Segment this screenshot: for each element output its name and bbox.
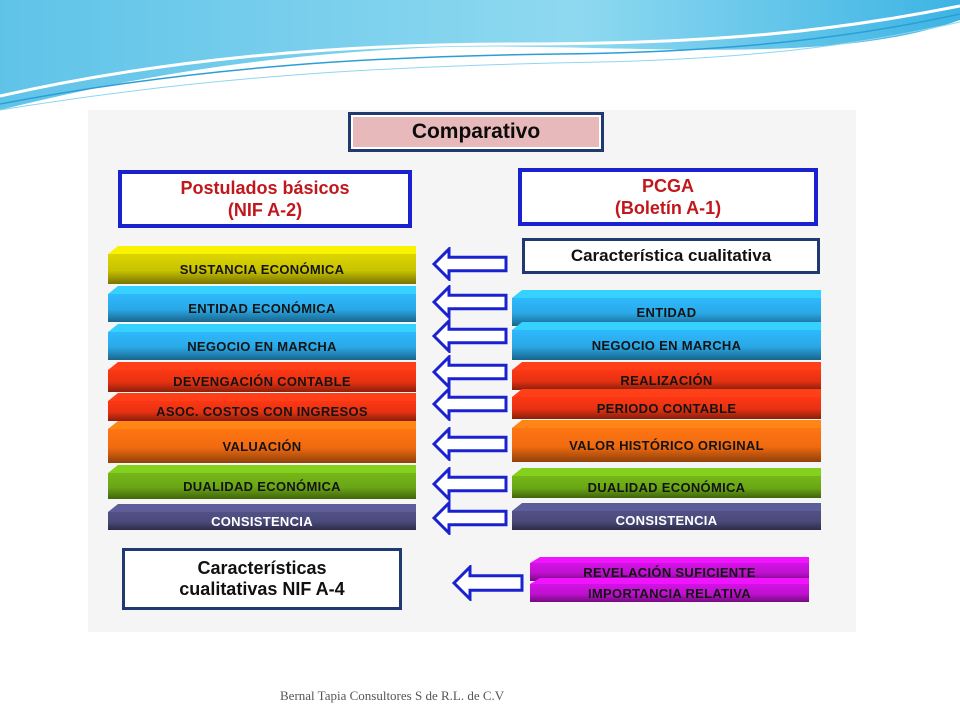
bar-top-face xyxy=(108,286,416,294)
left-arrow-icon xyxy=(432,319,508,353)
bar-label: NEGOCIO EN MARCHA xyxy=(108,332,416,360)
category-bar: REALIZACIÓN xyxy=(512,362,821,390)
bar-label: CONSISTENCIA xyxy=(512,511,821,530)
bar-top-face xyxy=(512,362,821,370)
category-bar: CONSISTENCIA xyxy=(512,503,821,530)
title-box: Comparativo xyxy=(348,112,604,152)
right-header-line1: PCGA xyxy=(641,176,694,196)
bar-label: ENTIDAD ECONÓMICA xyxy=(108,294,416,322)
bar-label: SUSTANCIA ECONÓMICA xyxy=(108,254,416,284)
bar-label: NEGOCIO EN MARCHA xyxy=(512,330,821,360)
category-bar: NEGOCIO EN MARCHA xyxy=(512,322,821,360)
bar-label: CONSISTENCIA xyxy=(108,512,416,530)
bar-top-face xyxy=(108,362,416,370)
bar-label: VALOR HISTÓRICO ORIGINAL xyxy=(512,428,821,462)
nif-a4-box: Características cualitativas NIF A-4 xyxy=(122,548,402,610)
bar-label: ASOC. COSTOS CON INGRESOS xyxy=(108,401,416,421)
category-bar: REVELACIÓN SUFICIENTE xyxy=(530,557,809,581)
left-header-box: Postulados básicos (NIF A-2) xyxy=(118,170,412,228)
nif-a4-line1: Características xyxy=(197,558,327,578)
bar-label: VALUACIÓN xyxy=(108,429,416,463)
bar-top-face xyxy=(512,420,821,428)
left-header-line2: (NIF A-2) xyxy=(227,200,303,220)
category-bar: CONSISTENCIA xyxy=(108,504,416,530)
left-arrow-icon xyxy=(432,467,508,501)
caracteristica-label: Característica cualitativa xyxy=(525,241,817,271)
bar-label: IMPORTANCIA RELATIVA xyxy=(530,584,809,602)
category-bar: VALOR HISTÓRICO ORIGINAL xyxy=(512,420,821,462)
bar-label: DUALIDAD ECONÓMICA xyxy=(512,476,821,498)
bar-top-face xyxy=(108,465,416,473)
category-bar: NEGOCIO EN MARCHA xyxy=(108,324,416,360)
caracteristica-box: Característica cualitativa xyxy=(522,238,820,274)
right-header-box: PCGA (Boletín A-1) xyxy=(518,168,818,226)
category-bar: SUSTANCIA ECONÓMICA xyxy=(108,246,416,284)
left-arrow-icon xyxy=(432,427,508,461)
category-bar: IMPORTANCIA RELATIVA xyxy=(530,578,809,602)
page-title: Comparativo xyxy=(351,115,601,149)
bar-top-face xyxy=(108,246,416,254)
bar-top-face xyxy=(512,322,821,330)
bar-label: PERIODO CONTABLE xyxy=(512,397,821,419)
category-bar: DUALIDAD ECONÓMICA xyxy=(512,468,821,498)
bar-label: REVELACIÓN SUFICIENTE xyxy=(530,563,809,581)
right-header-line2: (Boletín A-1) xyxy=(614,198,722,218)
bar-top-face xyxy=(512,290,821,298)
bar-label: DUALIDAD ECONÓMICA xyxy=(108,473,416,499)
bar-label: REALIZACIÓN xyxy=(512,370,821,390)
bar-top-face xyxy=(512,468,821,476)
bar-top-face xyxy=(108,421,416,429)
category-bar: ENTIDAD xyxy=(512,290,821,326)
bar-top-face xyxy=(108,393,416,401)
nif-a4-line2: cualitativas NIF A-4 xyxy=(179,579,345,599)
category-bar: DUALIDAD ECONÓMICA xyxy=(108,465,416,499)
left-arrow-icon xyxy=(432,355,508,389)
left-arrow-icon xyxy=(452,565,524,601)
bar-top-face xyxy=(108,504,416,512)
bar-top-face xyxy=(530,557,809,563)
bar-label: ENTIDAD xyxy=(512,298,821,326)
bar-top-face xyxy=(108,324,416,332)
header-wave-decoration xyxy=(0,0,960,111)
footer-text: Bernal Tapia Consultores S de R.L. de C.… xyxy=(280,688,505,703)
category-bar: VALUACIÓN xyxy=(108,421,416,463)
bar-top-face xyxy=(512,503,821,511)
left-arrow-icon xyxy=(432,285,508,319)
category-bar: ENTIDAD ECONÓMICA xyxy=(108,286,416,322)
category-bar: PERIODO CONTABLE xyxy=(512,389,821,419)
left-arrow-icon xyxy=(432,501,508,535)
left-arrow-icon xyxy=(432,387,508,421)
left-arrow-icon xyxy=(432,247,508,281)
left-header-line1: Postulados básicos xyxy=(180,178,350,198)
bar-label: DEVENGACIÓN CONTABLE xyxy=(108,370,416,392)
bar-top-face xyxy=(530,578,809,584)
category-bar: DEVENGACIÓN CONTABLE xyxy=(108,362,416,392)
bar-top-face xyxy=(512,389,821,397)
category-bar: ASOC. COSTOS CON INGRESOS xyxy=(108,393,416,421)
